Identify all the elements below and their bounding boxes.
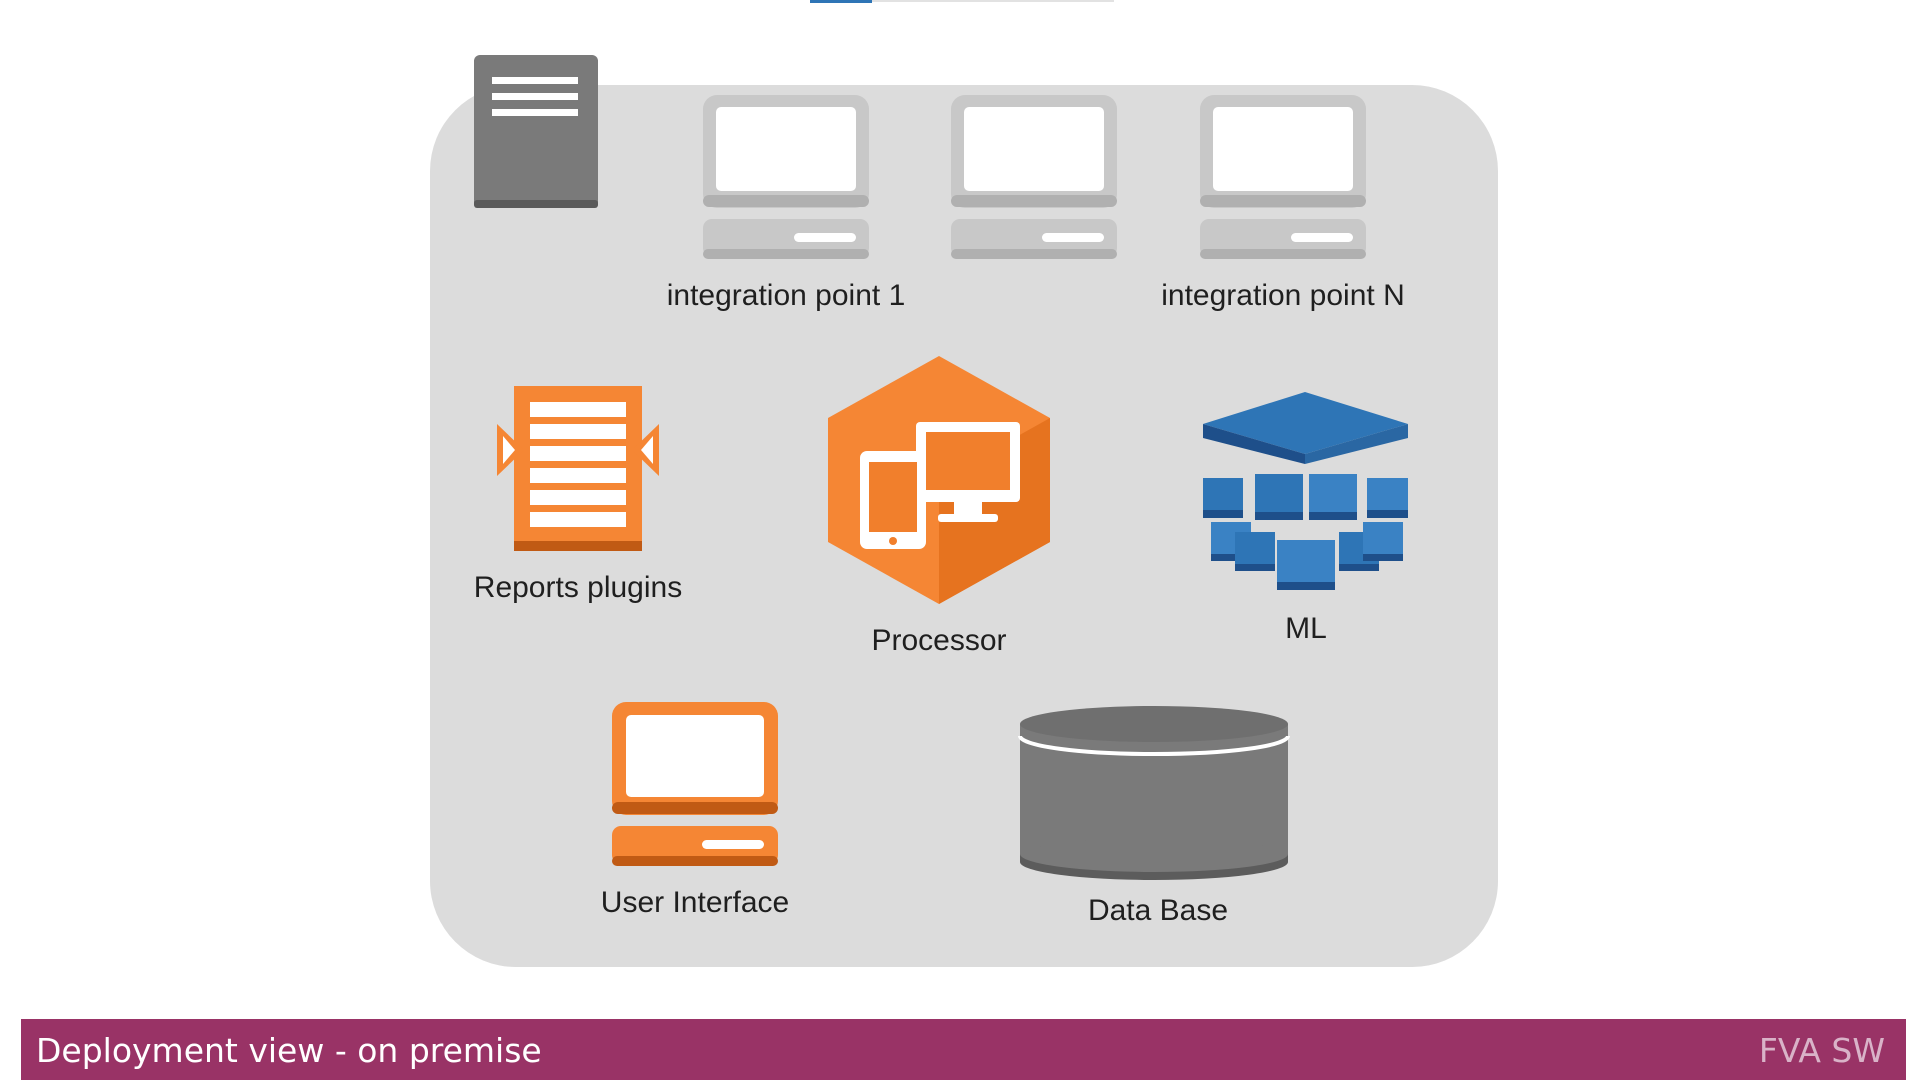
desktop-icon [612,702,778,866]
desktop-icon [1200,95,1366,259]
slide-title: Deployment view - on premise [36,1031,542,1070]
brand-label: FVA SW [1758,1031,1885,1070]
cube-stack-icon [1203,392,1408,590]
server-icon [474,55,598,208]
document-plugin-icon [497,386,659,551]
database-cylinder-icon [1018,706,1290,880]
node-label: User Interface [600,886,790,919]
desktop-icon [951,95,1117,259]
hexagon-devices-icon [828,356,1050,604]
top-divider [810,0,1114,2]
node-label: ML [1285,612,1327,645]
node-label: integration point N [1161,279,1405,312]
node-label: integration point 1 [666,279,906,312]
node-label: Reports plugins [473,571,683,604]
top-divider-accent [810,0,872,3]
node-label: Data Base [1087,894,1229,927]
node-label: Processor [871,624,1007,657]
desktop-icon [703,95,869,259]
footer-bar: Deployment view - on premise FVA SW [21,1019,1906,1080]
